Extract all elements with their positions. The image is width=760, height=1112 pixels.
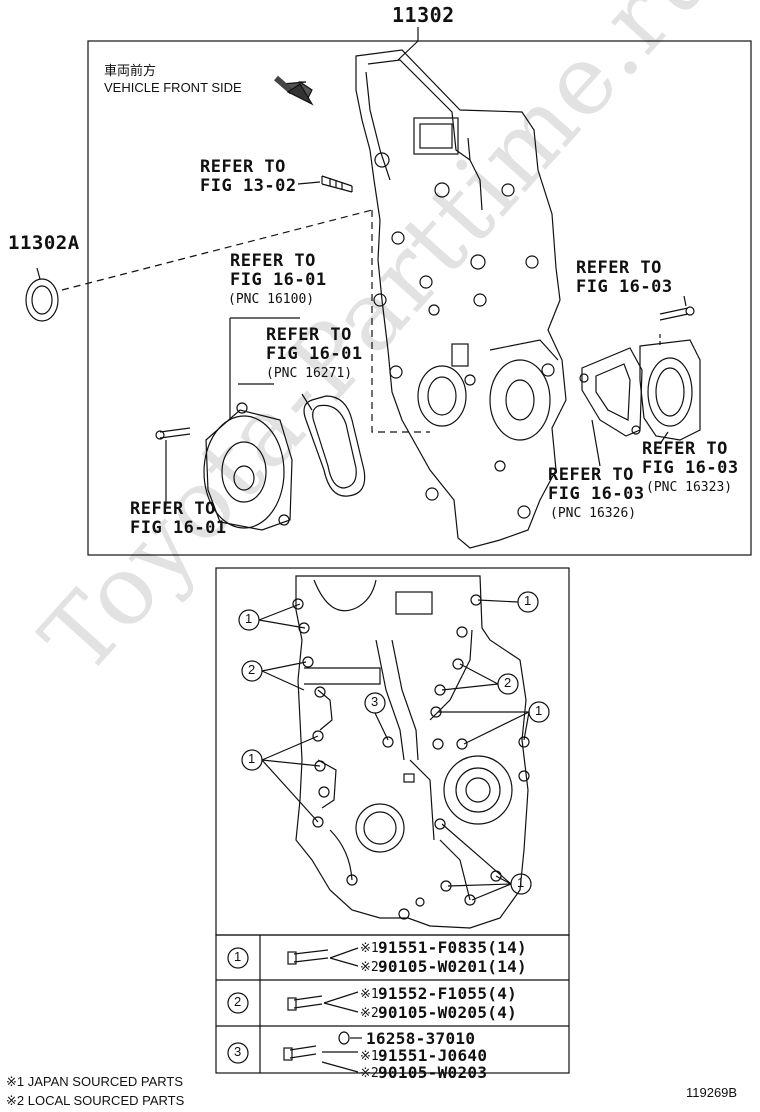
ref-fig-16-01-b-line2[interactable]: FIG 16-01 <box>266 344 363 364</box>
callout-1-e-text: 1 <box>517 875 525 890</box>
part-number-11302: 11302 <box>392 3 455 27</box>
part-91551-J0640[interactable]: 91551-J0640 <box>378 1046 488 1065</box>
pnc-16100: (PNC 16100) <box>228 292 315 307</box>
callout-1-a-text: 1 <box>245 611 253 626</box>
table-key-2: 2 <box>234 994 242 1009</box>
callout-2-b-text: 2 <box>504 675 512 690</box>
footnote-local: ※2 LOCAL SOURCED PARTS <box>6 1093 185 1108</box>
table-mark: ※2 <box>360 960 379 975</box>
table-mark: ※1 <box>360 1049 379 1064</box>
ref-fig-16-03-a-line2[interactable]: FIG 16-03 <box>576 277 673 297</box>
table-mark: ※2 <box>360 1006 379 1021</box>
callout-1-d-text: 1 <box>248 751 256 766</box>
ref-fig-13-02-line2[interactable]: FIG 13-02 <box>200 176 297 196</box>
part-number-11302a: 11302A <box>8 232 80 254</box>
table-mark: ※1 <box>360 987 379 1002</box>
pnc-16271: (PNC 16271) <box>266 366 353 381</box>
ref-fig-16-03-b-line1[interactable]: REFER TO <box>642 439 728 459</box>
table-key-1: 1 <box>234 949 242 964</box>
table-mark: ※2 <box>360 1066 379 1081</box>
timing-cover-outline <box>355 49 567 549</box>
footnote-japan: ※1 JAPAN SOURCED PARTS <box>6 1074 184 1089</box>
pnc-16326: (PNC 16326) <box>550 506 637 521</box>
part-90105-W0205[interactable]: 90105-W0205(4) <box>378 1003 518 1022</box>
vehicle-front-arrow <box>274 75 314 106</box>
pnc-16323: (PNC 16323) <box>646 480 733 495</box>
ref-fig-13-02-line1[interactable]: REFER TO <box>200 157 286 177</box>
callout-3-text: 3 <box>371 694 379 709</box>
vehicle-front-jp: 車両前方 <box>104 63 157 78</box>
callout-2-a-text: 2 <box>248 662 256 677</box>
ref-fig-16-03-c-line1[interactable]: REFER TO <box>548 465 634 485</box>
ref-fig-16-03-b-line2[interactable]: FIG 16-03 <box>642 458 739 478</box>
vehicle-front-en: VEHICLE FRONT SIDE <box>104 80 242 95</box>
part-90105-W0203[interactable]: 90105-W0203 <box>378 1063 488 1082</box>
part-90105-W0201[interactable]: 90105-W0201(14) <box>378 957 527 976</box>
upper-frame <box>87 40 752 556</box>
part-91551-F0835[interactable]: 91551-F0835(14) <box>378 938 527 957</box>
ref-fig-16-01-b-line1[interactable]: REFER TO <box>266 325 352 345</box>
ref-fig-16-03-c-line2[interactable]: FIG 16-03 <box>548 484 645 504</box>
ref-fig-16-03-a-line1[interactable]: REFER TO <box>576 258 662 278</box>
ref-fig-16-01-a-line1[interactable]: REFER TO <box>230 251 316 271</box>
callout-1-b-text: 1 <box>524 593 532 608</box>
timing-cover-front-view <box>295 575 529 929</box>
part-91552-F1055[interactable]: 91552-F1055(4) <box>378 984 518 1003</box>
part-16258-37010[interactable]: 16258-37010 <box>366 1029 476 1048</box>
ref-fig-16-01-c-line1[interactable]: REFER TO <box>130 499 216 519</box>
figure-id: 119269B <box>686 1085 738 1100</box>
ref-fig-16-01-c-line2[interactable]: FIG 16-01 <box>130 518 227 538</box>
ref-fig-16-01-a-line2[interactable]: FIG 16-01 <box>230 270 327 290</box>
callout-1-c-text: 1 <box>535 703 543 718</box>
table-key-3: 3 <box>234 1044 242 1059</box>
table-mark: ※1 <box>360 941 379 956</box>
